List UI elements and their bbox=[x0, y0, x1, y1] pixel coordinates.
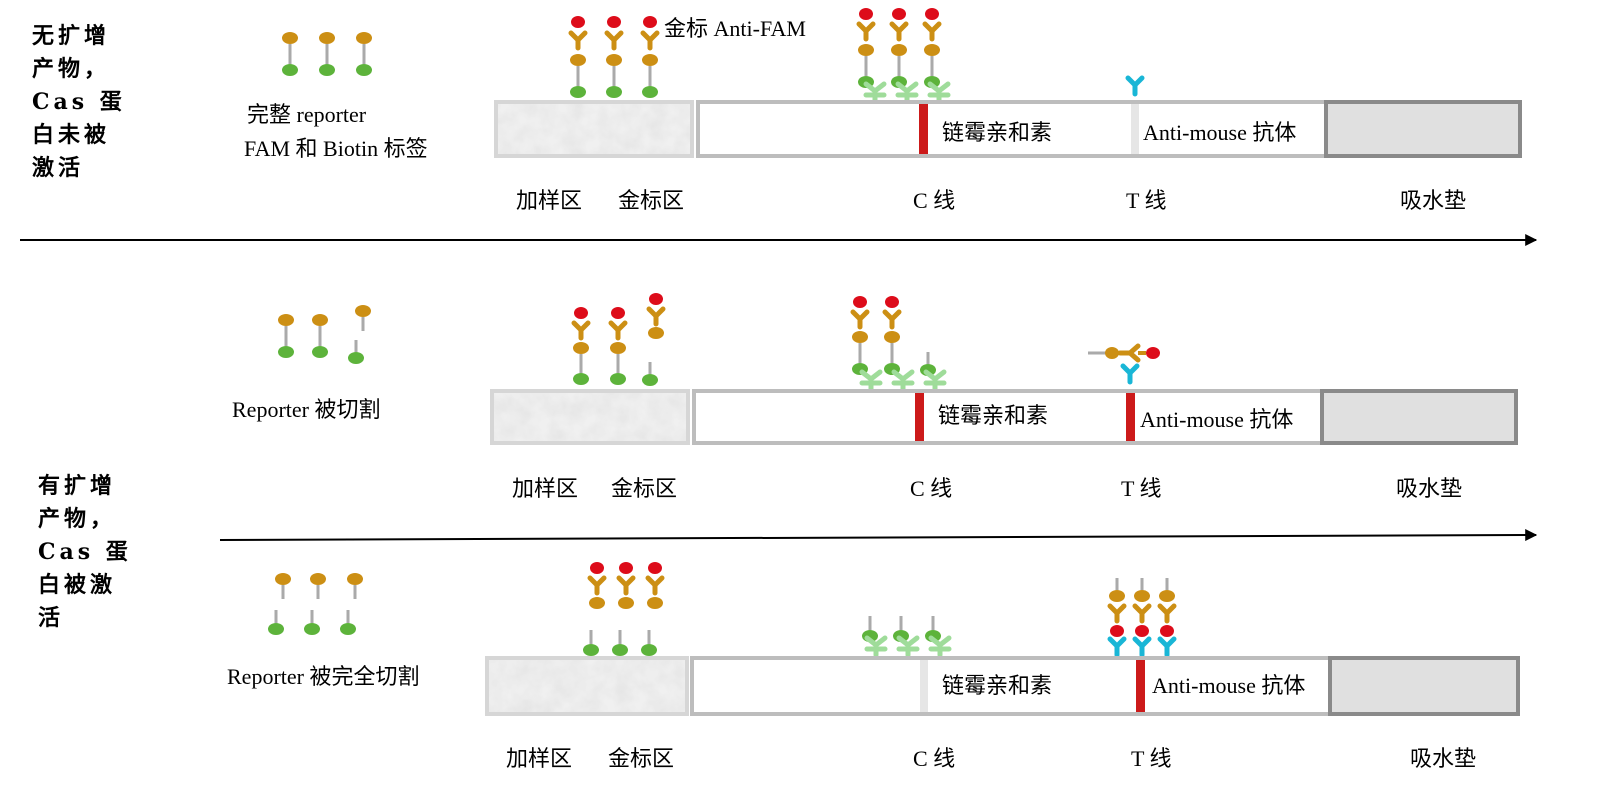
no-amplification-caption: 无扩增 产物， Cas 蛋 白未被 激活 bbox=[32, 23, 126, 181]
flow-arrow bbox=[219, 529, 1538, 542]
svg-text:吸水垫: 吸水垫 bbox=[1410, 746, 1476, 771]
t-line-mark bbox=[1136, 660, 1145, 712]
svg-text:加样区: 加样区 bbox=[516, 188, 582, 213]
svg-text:C 线: C 线 bbox=[913, 188, 955, 213]
reporter-caption-2: FAM 和 Biotin 标签 bbox=[244, 136, 428, 161]
strip-row3: 链霉亲和素 Anti-mouse 抗体 bbox=[485, 656, 1520, 716]
zone-labels-row2: 加样区 金标区 C 线 T 线 吸水垫 bbox=[512, 476, 1462, 501]
svg-text:T 线: T 线 bbox=[1121, 476, 1162, 501]
reporter-caption: 完整 reporter bbox=[247, 102, 367, 127]
svg-text:C 线: C 线 bbox=[913, 746, 955, 771]
row3: Reporter 被完全切割 bbox=[227, 562, 1520, 771]
strip-row2: 链霉亲和素 Anti-mouse 抗体 bbox=[490, 389, 1518, 445]
reporter-caption: Reporter 被切割 bbox=[232, 397, 380, 422]
svg-text:吸水垫: 吸水垫 bbox=[1396, 476, 1462, 501]
streptavidin-label: 链霉亲和素 bbox=[938, 403, 1048, 428]
svg-text:加样区: 加样区 bbox=[512, 476, 578, 501]
c-line-captured-fragments bbox=[862, 616, 949, 655]
gold-anti-fam-label: 金标 Anti-FAM bbox=[664, 16, 806, 41]
zone-labels-row3: 加样区 金标区 C 线 T 线 吸水垫 bbox=[506, 746, 1476, 771]
anti-mouse-label: Anti-mouse 抗体 bbox=[1143, 120, 1296, 145]
t-line-captured-complex bbox=[1088, 343, 1160, 382]
c-line-captured-complex bbox=[858, 8, 948, 101]
svg-text:金标区: 金标区 bbox=[618, 188, 684, 213]
svg-text:吸水垫: 吸水垫 bbox=[1400, 188, 1466, 213]
row1: 完整 reporter FAM 和 Biotin 标签 金标 Anti-FAM bbox=[20, 8, 1538, 246]
gold-conjugate bbox=[573, 293, 664, 386]
t-line-captured-complex bbox=[1109, 578, 1175, 655]
anti-mouse-label: Anti-mouse 抗体 bbox=[1152, 673, 1305, 698]
zone-labels-row1: 加样区 金标区 C 线 T 线 吸水垫 bbox=[516, 188, 1466, 213]
reporter-partially-cleaved bbox=[278, 305, 371, 364]
svg-text:金标区: 金标区 bbox=[608, 746, 674, 771]
reporter-intact bbox=[282, 32, 372, 76]
c-line-captured-complex bbox=[852, 296, 944, 389]
streptavidin-label: 链霉亲和素 bbox=[942, 673, 1052, 698]
svg-text:金标区: 金标区 bbox=[611, 476, 677, 501]
reporter-fully-cleaved bbox=[268, 573, 363, 635]
svg-text:T 线: T 线 bbox=[1126, 188, 1167, 213]
strip-row1: 链霉亲和素 Anti-mouse 抗体 bbox=[494, 100, 1522, 158]
anti-mouse-antibody-icon bbox=[1128, 78, 1142, 94]
streptavidin-label: 链霉亲和素 bbox=[942, 120, 1052, 145]
svg-text:C 线: C 线 bbox=[910, 476, 952, 501]
t-line-mark bbox=[1126, 393, 1135, 441]
gold-conjugate bbox=[583, 562, 663, 656]
svg-text:加样区: 加样区 bbox=[506, 746, 572, 771]
amplification-caption: 有扩增 产物， Cas 蛋 白被激 活 bbox=[38, 473, 132, 631]
t-line-mark bbox=[1131, 104, 1139, 154]
c-line-mark bbox=[920, 660, 928, 712]
c-line-mark bbox=[919, 104, 928, 154]
c-line-mark bbox=[915, 393, 924, 441]
anti-mouse-label: Anti-mouse 抗体 bbox=[1140, 407, 1293, 432]
row2: Reporter 被切割 bbox=[219, 293, 1538, 542]
gold-conjugate bbox=[570, 16, 658, 98]
svg-text:T 线: T 线 bbox=[1131, 746, 1172, 771]
reporter-caption: Reporter 被完全切割 bbox=[227, 664, 419, 689]
